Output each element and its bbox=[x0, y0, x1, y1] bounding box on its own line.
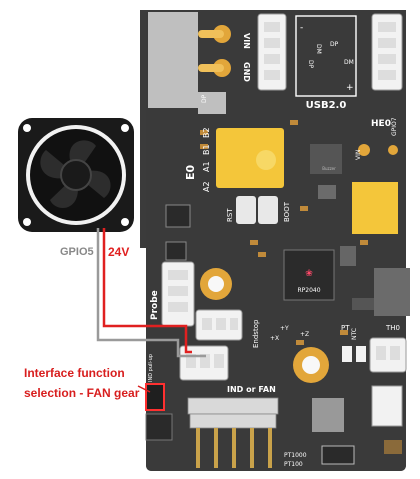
boot-button bbox=[258, 196, 278, 224]
svg-text:+X: +X bbox=[270, 335, 279, 342]
svg-text:DM: DM bbox=[344, 59, 354, 66]
svg-text:-: - bbox=[300, 23, 303, 33]
svg-text:Buzzer: Buzzer bbox=[322, 166, 336, 171]
svg-text:PT: PT bbox=[341, 324, 350, 332]
rst-button bbox=[236, 196, 256, 224]
fan-icon bbox=[18, 118, 134, 232]
svg-text:PT1000: PT1000 bbox=[284, 452, 307, 459]
svg-text:NTC: NTC bbox=[351, 328, 358, 340]
svg-text:DM: DM bbox=[315, 44, 322, 54]
svg-text:A1: A1 bbox=[202, 161, 211, 172]
wire-gray bbox=[96, 228, 206, 358]
th0-connector bbox=[369, 337, 407, 373]
voltage-24v-label: 24V bbox=[108, 245, 130, 259]
svg-text:+Z: +Z bbox=[300, 331, 309, 338]
svg-text:IND pull-up: IND pull-up bbox=[148, 354, 154, 382]
ind-or-fan-label: IND or FAN bbox=[227, 385, 276, 394]
he0-label: HE0 bbox=[371, 119, 391, 129]
pt-switch bbox=[321, 445, 355, 465]
gnd-label: GND bbox=[242, 62, 251, 82]
gpio5-label: GPIO5 bbox=[60, 246, 94, 258]
yellow-module bbox=[216, 128, 284, 188]
annotation-line2: selection - FAN gear bbox=[24, 386, 140, 400]
svg-text:B1: B1 bbox=[202, 144, 211, 155]
fan-gear-jumper bbox=[145, 383, 165, 411]
rp2040-chip bbox=[283, 249, 335, 301]
power-module bbox=[148, 12, 198, 108]
usb-label: USB2.0 bbox=[306, 100, 347, 111]
svg-text:BOOT: BOOT bbox=[283, 201, 291, 222]
vin-label: VIN bbox=[242, 33, 251, 49]
annotation-line1: Interface function bbox=[24, 366, 125, 380]
yellow-chip-right bbox=[352, 182, 398, 234]
svg-text:A2: A2 bbox=[202, 181, 211, 192]
svg-text:+: + bbox=[346, 83, 354, 93]
pin-header bbox=[187, 397, 279, 429]
svg-text:RP2040: RP2040 bbox=[297, 287, 320, 294]
svg-text:DP: DP bbox=[330, 41, 339, 48]
svg-text:DP: DP bbox=[307, 60, 314, 69]
svg-text:E0: E0 bbox=[184, 164, 197, 180]
svg-text:VIN: VIN bbox=[355, 150, 362, 160]
usb-outline bbox=[295, 15, 357, 97]
endstop-label: Endstop bbox=[252, 319, 260, 348]
svg-text:B2: B2 bbox=[202, 127, 211, 138]
pin-header-legs bbox=[196, 428, 272, 468]
svg-text:RST: RST bbox=[226, 208, 234, 222]
svg-text:❀: ❀ bbox=[305, 269, 313, 279]
gpio7-label: GPIO7 bbox=[391, 117, 398, 136]
svg-text:TH0: TH0 bbox=[385, 324, 400, 332]
probe-label: Probe bbox=[150, 290, 160, 320]
svg-text:PT100: PT100 bbox=[284, 461, 303, 468]
svg-text:DP: DP bbox=[201, 94, 208, 103]
wire-red bbox=[102, 228, 192, 354]
svg-text:+Y: +Y bbox=[280, 325, 289, 332]
